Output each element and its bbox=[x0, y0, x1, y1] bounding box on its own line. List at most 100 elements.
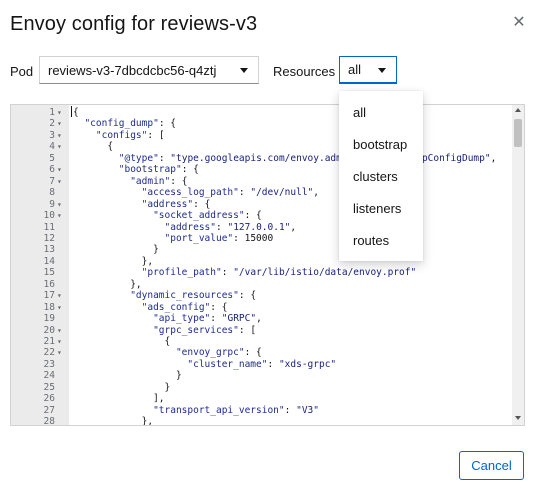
dropdown-option-listeners[interactable]: listeners bbox=[353, 201, 402, 216]
line-number: 5 bbox=[49, 152, 55, 164]
scroll-up-icon[interactable] bbox=[515, 108, 521, 112]
fold-toggle-icon[interactable]: ▾ bbox=[57, 142, 62, 152]
line-number: 21 bbox=[43, 336, 55, 347]
code-line: 27 "transport_api_version": "V3" bbox=[11, 405, 524, 417]
dropdown-option-routes[interactable]: routes bbox=[353, 233, 390, 248]
fold-toggle-icon[interactable]: ▾ bbox=[57, 199, 62, 209]
code-text: "@type": "type.googleapis.com/envoy.admi… bbox=[118, 152, 497, 164]
close-icon[interactable]: ✕ bbox=[512, 14, 526, 31]
scroll-thumb[interactable] bbox=[514, 119, 522, 147]
code-text: "bootstrap": { bbox=[118, 164, 199, 176]
editor-scrollbar[interactable] bbox=[512, 105, 524, 425]
code-text: "admin": { bbox=[130, 175, 188, 187]
fold-toggle-icon[interactable]: ▾ bbox=[57, 348, 62, 358]
code-text: { bbox=[73, 141, 114, 153]
dropdown-option-all[interactable]: all bbox=[353, 105, 367, 120]
line-number: 3 bbox=[49, 129, 55, 141]
line-number: 27 bbox=[43, 404, 55, 416]
fold-toggle-icon[interactable]: ▾ bbox=[57, 108, 62, 117]
text-cursor bbox=[71, 106, 72, 117]
fold-toggle-icon[interactable]: ▾ bbox=[57, 325, 62, 335]
line-number: 13 bbox=[43, 244, 55, 256]
chevron-down-icon bbox=[240, 68, 248, 73]
code-line: 1▾ { bbox=[11, 107, 524, 119]
code-line: 17▾ "dynamic_resources": { bbox=[11, 290, 524, 302]
code-text: "configs": [ bbox=[95, 129, 165, 141]
dropdown-option-bootstrap[interactable]: bootstrap bbox=[353, 137, 408, 152]
code-line: 10▾ "socket_address": { bbox=[11, 210, 524, 222]
line-number: 12 bbox=[43, 232, 55, 244]
code-line: 13 } bbox=[11, 244, 524, 256]
scroll-down-icon[interactable] bbox=[515, 416, 521, 420]
code-line: 23 "cluster_name": "xds-grpc" bbox=[11, 359, 524, 371]
cancel-button[interactable]: Cancel bbox=[459, 451, 524, 480]
config-editor[interactable]: 1▾{2▾ "config_dump": {3▾ "configs": [4▾ … bbox=[10, 104, 525, 426]
fold-toggle-icon[interactable]: ▾ bbox=[57, 337, 62, 346]
code-text: { bbox=[73, 336, 171, 347]
line-number: 1 bbox=[49, 107, 55, 118]
code-text: "profile_path": "/var/lib/istio/data/env… bbox=[141, 267, 417, 279]
line-number: 11 bbox=[43, 221, 55, 233]
code-text: }, bbox=[73, 255, 154, 267]
line-number: 7 bbox=[49, 175, 55, 187]
fold-toggle-icon[interactable]: ▾ bbox=[57, 291, 62, 301]
fold-toggle-icon[interactable]: ▾ bbox=[57, 165, 62, 175]
line-number: 24 bbox=[43, 370, 55, 382]
code-line: 26 ], bbox=[11, 393, 524, 405]
resources-select[interactable]: all bbox=[339, 56, 397, 84]
code-line: 7▾ "admin": { bbox=[11, 176, 524, 188]
pod-label: Pod bbox=[10, 64, 34, 79]
code-text: "transport_api_version": "V3" bbox=[153, 404, 319, 416]
line-number: 16 bbox=[43, 278, 55, 290]
fold-toggle-icon[interactable]: ▾ bbox=[57, 176, 62, 186]
code-line: 12 "port_value": 15000 bbox=[11, 233, 524, 245]
code-text: }, bbox=[73, 278, 142, 290]
code-text: } bbox=[73, 370, 182, 382]
code-text: "address": { bbox=[141, 198, 211, 210]
code-line: 19 "api_type": "GRPC", bbox=[11, 313, 524, 325]
line-number: 6 bbox=[49, 164, 55, 176]
resources-label: Resources bbox=[273, 64, 336, 79]
line-number: 2 bbox=[49, 118, 55, 130]
fold-toggle-icon[interactable]: ▾ bbox=[57, 130, 62, 140]
code-text: "access_log_path": "/dev/null", bbox=[141, 187, 319, 199]
resources-dropdown-menu: all bootstrap clusters listeners routes bbox=[339, 91, 423, 261]
fold-toggle-icon[interactable]: ▾ bbox=[57, 119, 62, 129]
code-line: 9▾ "address": { bbox=[11, 199, 524, 211]
resources-select-value: all bbox=[348, 62, 362, 77]
code-line: 24 } bbox=[11, 370, 524, 382]
code-line: 2▾ "config_dump": { bbox=[11, 118, 524, 130]
fold-toggle-icon[interactable]: ▾ bbox=[57, 302, 62, 312]
code-text: "config_dump": { bbox=[84, 118, 176, 130]
code-line: 21▾ { bbox=[11, 336, 524, 348]
modal-title: Envoy config for reviews-v3 bbox=[10, 13, 258, 35]
pod-select-value: reviews-v3-7dbcdcbc56-q4ztj bbox=[48, 62, 217, 78]
code-line: 4▾ { bbox=[11, 141, 524, 153]
line-number: 10 bbox=[43, 210, 55, 222]
fold-toggle-icon[interactable]: ▾ bbox=[57, 211, 62, 221]
code-text: "api_type": "GRPC", bbox=[153, 313, 262, 325]
dropdown-option-clusters[interactable]: clusters bbox=[353, 169, 398, 184]
code-line: 6▾ "bootstrap": { bbox=[11, 164, 524, 176]
code-text: "address": "127.0.0.1", bbox=[164, 221, 297, 233]
code-text: "dynamic_resources": { bbox=[130, 290, 257, 302]
code-line: 8 "access_log_path": "/dev/null", bbox=[11, 187, 524, 199]
code-line: 16 }, bbox=[11, 279, 524, 291]
code-text: { bbox=[73, 107, 79, 118]
code-line: 5 "@type": "type.googleapis.com/envoy.ad… bbox=[11, 153, 524, 165]
code-text: ], bbox=[73, 393, 165, 405]
code-text: "cluster_name": "xds-grpc" bbox=[187, 358, 337, 370]
code-line: 11 "address": "127.0.0.1", bbox=[11, 222, 524, 234]
pod-select[interactable]: reviews-v3-7dbcdcbc56-q4ztj bbox=[39, 56, 259, 84]
code-line: 22▾ "envoy_grpc": { bbox=[11, 347, 524, 359]
code-line: 15 "profile_path": "/var/lib/istio/data/… bbox=[11, 267, 524, 279]
code-text: "ads_config": { bbox=[141, 301, 228, 313]
code-line: 18▾ "ads_config": { bbox=[11, 302, 524, 314]
line-number: 20 bbox=[43, 324, 55, 336]
line-number: 23 bbox=[43, 358, 55, 370]
code-line: 14 }, bbox=[11, 256, 524, 268]
chevron-down-icon bbox=[378, 68, 386, 73]
line-number: 18 bbox=[43, 301, 55, 313]
code-text: "grpc_services": [ bbox=[153, 324, 257, 336]
editor-code-area[interactable] bbox=[69, 105, 512, 425]
